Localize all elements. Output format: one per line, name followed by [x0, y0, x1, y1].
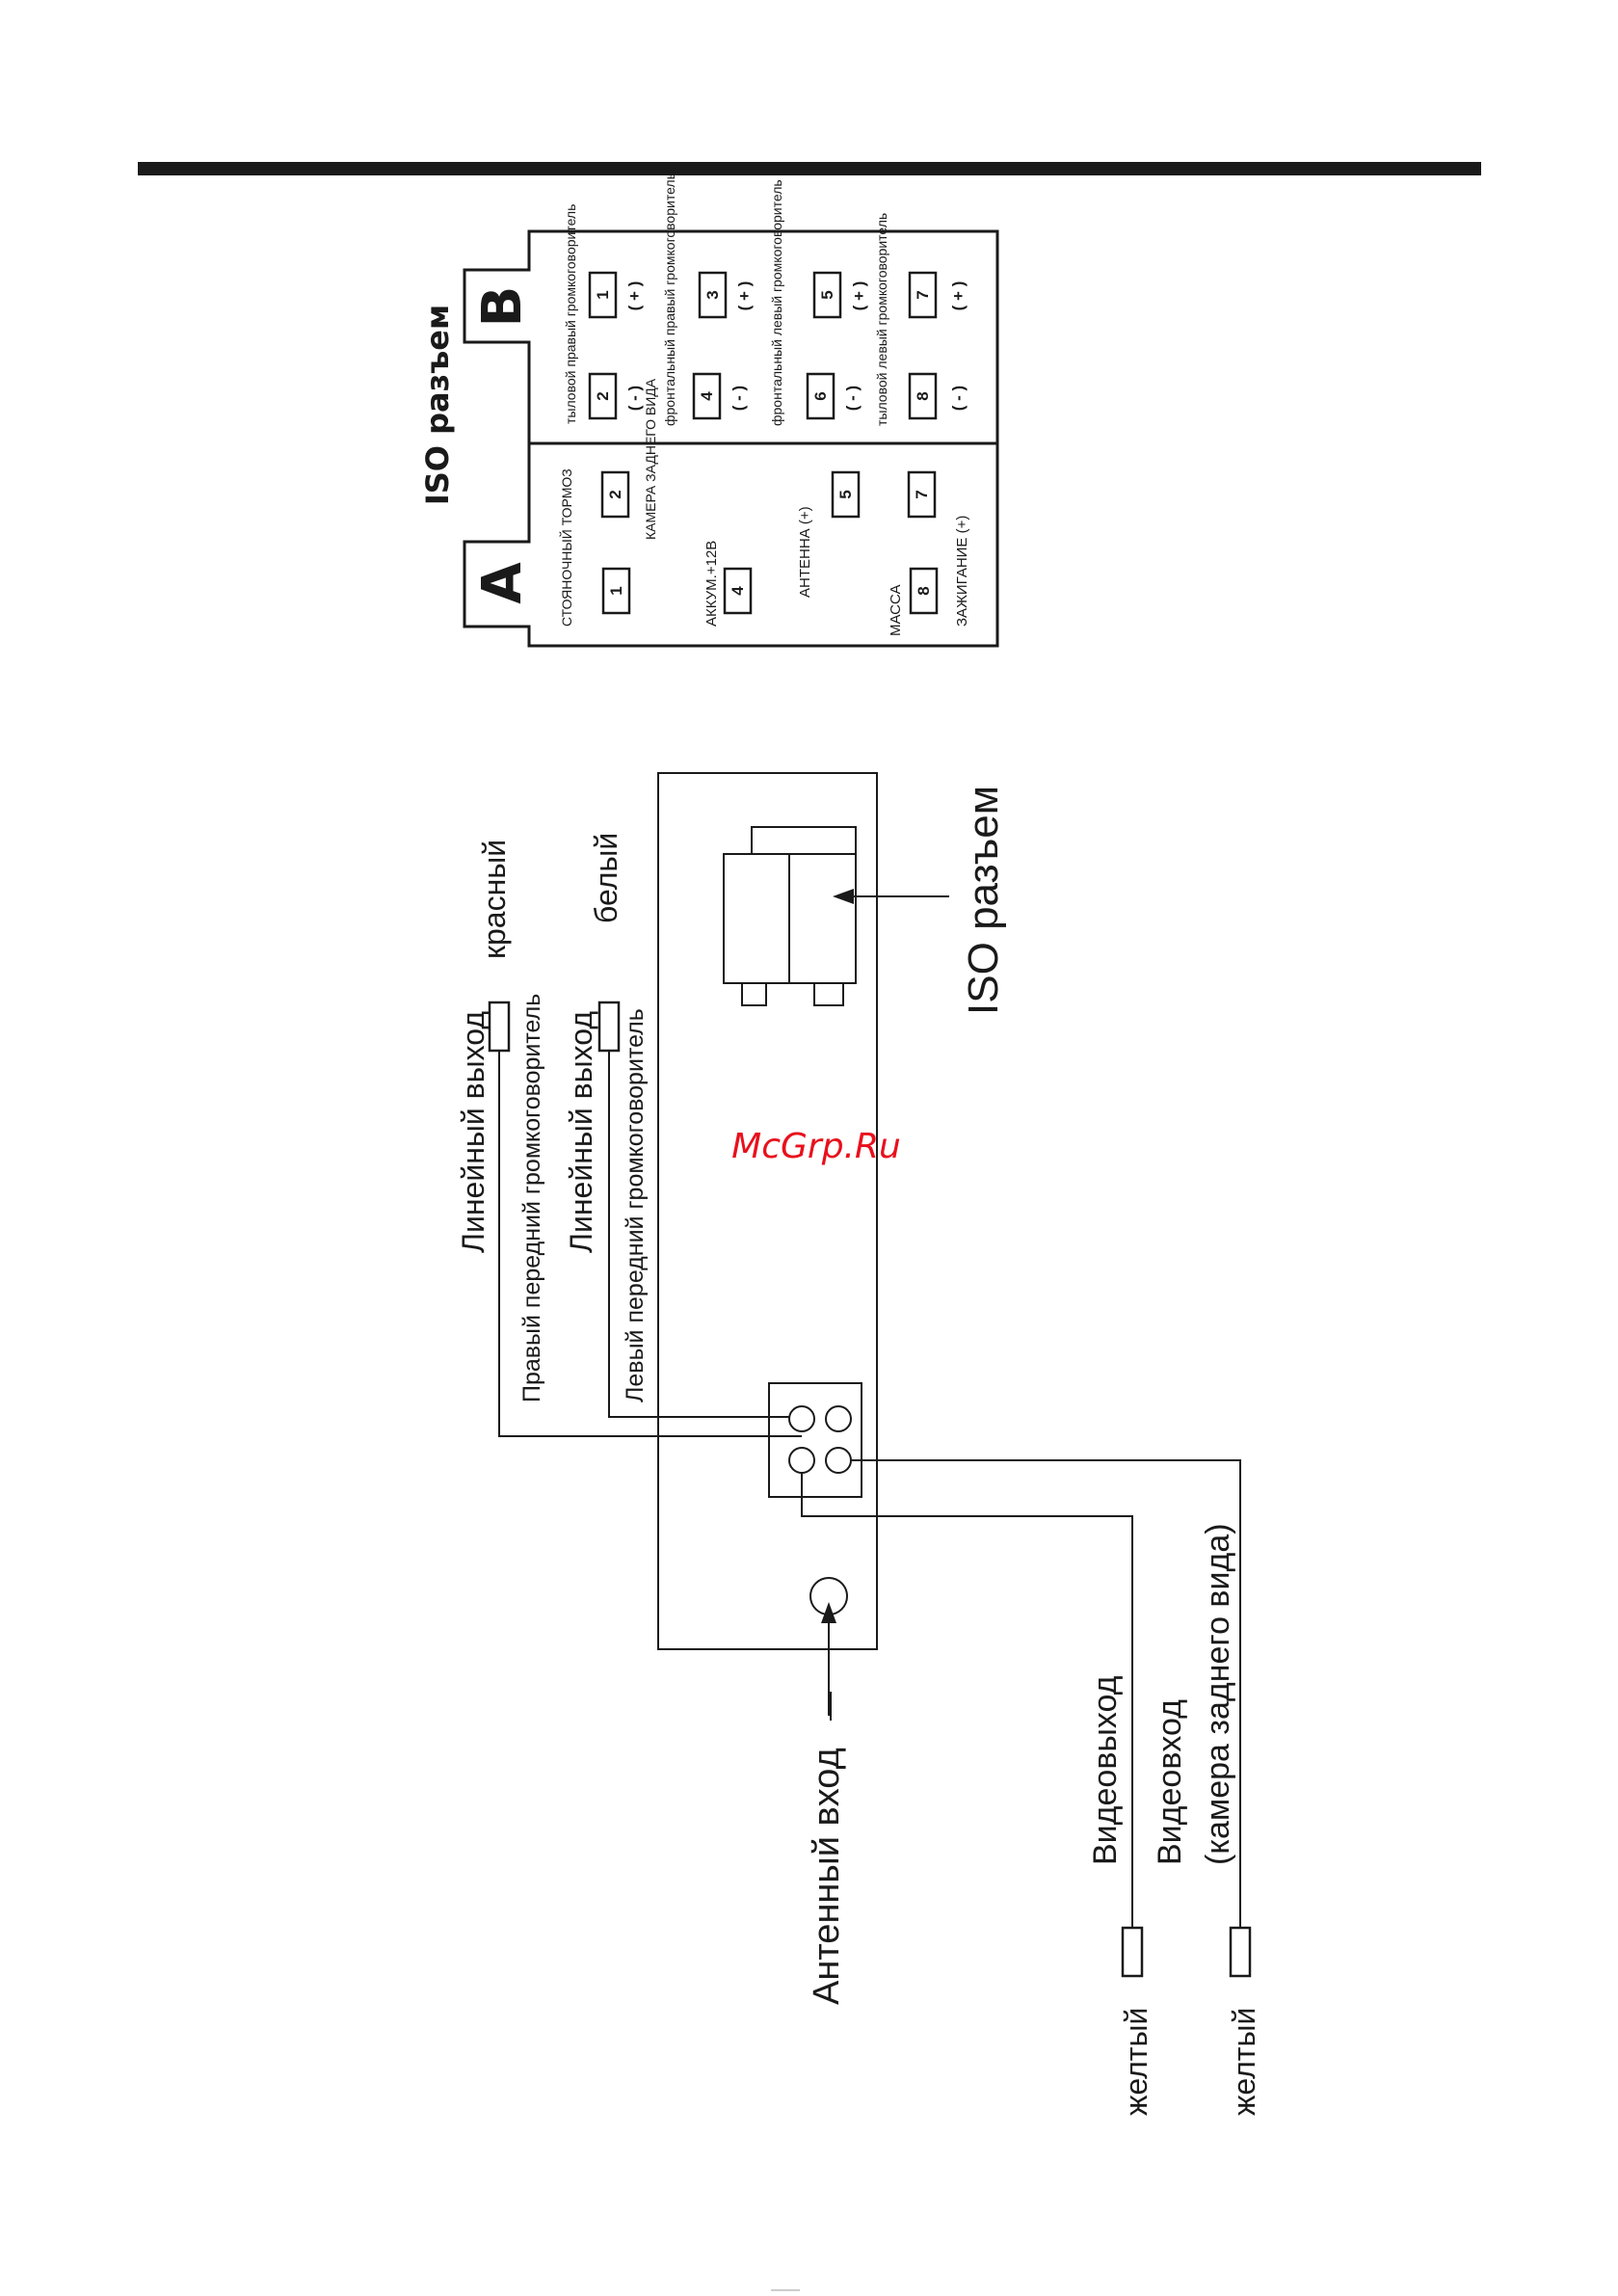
- right-front-speaker-label: Правый передний громкоговоритель: [518, 994, 545, 1402]
- rca-plug-red: [488, 1001, 511, 1053]
- iso-panel-outline: [463, 229, 999, 648]
- rca-plug-white: [597, 1001, 621, 1053]
- white-label: белый: [589, 833, 623, 923]
- yellow-label: желтый: [1119, 2008, 1154, 2116]
- red-label: красный: [477, 840, 512, 959]
- a-pin-label: МАССА: [888, 584, 904, 636]
- line-out-left-label: Линейный выход: [564, 1011, 598, 1253]
- rca-jack-icon: [825, 1447, 852, 1474]
- b-pin-number: 6: [811, 391, 830, 400]
- b-pin-box: [908, 372, 938, 420]
- a-pin-number: 1: [607, 586, 625, 595]
- wire-right-front: [498, 1051, 802, 1437]
- b-minus-sign: ( - ): [843, 386, 862, 411]
- wires: [498, 1051, 1241, 1928]
- b-pin-number: 2: [594, 391, 612, 400]
- iso-socket-foot: [813, 983, 844, 1006]
- a-pin-number: 5: [836, 490, 855, 498]
- line-out-right-label: Линейный выход: [456, 1011, 491, 1253]
- iso-socket-foot: [741, 983, 767, 1006]
- top-rule: [138, 162, 1481, 175]
- b-pin-number: 8: [914, 391, 932, 400]
- b-pin-box: [806, 372, 836, 420]
- antenna-input-label: Антенный вход: [807, 1748, 847, 2005]
- video-in-note: (камера заднего вида): [1200, 1523, 1236, 1865]
- b-pin-number: 4: [698, 391, 716, 401]
- rca-jack-icon: [825, 1405, 852, 1432]
- a-pin-label: СТОЯНОЧНЫЙ ТОРМОЗ: [558, 468, 574, 627]
- b-plus-sign: ( + ): [625, 281, 644, 311]
- a-pin-box: [831, 470, 861, 519]
- wire-left-front: [608, 1051, 790, 1418]
- arrow-head-icon: [821, 1602, 836, 1623]
- b-group-label: фронтальный левый громкоговоритель: [769, 179, 784, 426]
- b-pin-box: [588, 372, 618, 420]
- a-pin-label: ЗАЖИГАНИЕ (+): [954, 516, 970, 627]
- rca-plug-video-out: [1121, 1926, 1144, 1978]
- b-pin-box: [692, 372, 722, 420]
- rca-jack-icon: [788, 1405, 815, 1432]
- b-pin-number: 5: [818, 290, 836, 299]
- head-unit-body: [657, 772, 878, 1650]
- b-pin-number: 7: [914, 290, 932, 299]
- a-pin-label: АККУМ.+12В: [703, 541, 720, 627]
- b-pin-box: [588, 271, 618, 319]
- b-pin-box: [812, 271, 842, 319]
- a-pin-box: [601, 567, 631, 615]
- connector-b-letter: B: [471, 286, 534, 328]
- head-unit: ISO разъем: [657, 772, 1007, 1716]
- video-out-label: Видеовыход: [1087, 1675, 1124, 1865]
- a-pin-number: 8: [915, 586, 933, 595]
- rca-plug-video-in: [1229, 1926, 1252, 1978]
- video-in-label: Видеовход: [1152, 1699, 1188, 1865]
- wire-video-in: [851, 1459, 1241, 1928]
- arrow-head-icon: [833, 889, 854, 904]
- rca-jack-icon: [788, 1447, 815, 1474]
- b-plus-sign: ( + ): [850, 281, 868, 311]
- b-group-label: фронтальный правый громкоговоритель: [662, 173, 677, 426]
- b-group-label: тыловой левый громкоговоритель: [874, 213, 889, 426]
- b-minus-sign: ( - ): [729, 386, 748, 411]
- b-plus-sign: ( + ): [735, 281, 754, 311]
- b-group-label: тыловой правый громкоговоритель: [563, 204, 578, 424]
- connector-b: тыловой правый громкоговоритель 2 1 ( - …: [563, 173, 968, 426]
- b-pin-number: 1: [594, 290, 612, 299]
- iso-panel: ISO разъем A B СТОЯНОЧНЫЙ ТОРМОЗ 1 2 КАМ…: [419, 173, 999, 648]
- b-pin-number: 3: [703, 290, 722, 299]
- watermark: McGrp.Ru: [731, 1127, 901, 1166]
- rca-jack-block: [768, 1382, 862, 1498]
- a-pin-number: 2: [606, 490, 624, 498]
- wire-video-out: [801, 1473, 1133, 1928]
- yellow-label: желтый: [1227, 2008, 1261, 2116]
- iso-panel-title: ISO разъем: [419, 305, 456, 505]
- a-pin-label: АНТЕННА (+): [797, 506, 813, 598]
- iso-connector-label: ISO разъем: [960, 786, 1007, 1015]
- connector-a-letter: A: [471, 562, 534, 604]
- a-pin-number: 7: [913, 490, 931, 498]
- a-pin-box: [907, 470, 937, 519]
- a-pin-number: 4: [729, 586, 747, 596]
- a-pin-box: [600, 470, 630, 519]
- a-pin-box: [723, 567, 753, 615]
- b-minus-sign: ( - ): [625, 386, 644, 411]
- b-pin-box: [698, 271, 728, 319]
- a-pin-box: [909, 567, 939, 615]
- b-minus-sign: ( - ): [949, 386, 968, 411]
- left-front-speaker-label: Левый передний громкоговоритель: [622, 1008, 649, 1402]
- iso-socket: [723, 826, 857, 1006]
- b-pin-box: [908, 271, 938, 319]
- b-plus-sign: ( + ): [949, 281, 968, 311]
- a-pin-label: КАМЕРА ЗАДНЕГО ВИДА: [643, 378, 658, 540]
- connector-a: СТОЯНОЧНЫЙ ТОРМОЗ 1 2 КАМЕРА ЗАДНЕГО ВИД…: [558, 378, 970, 636]
- iso-socket-tab: [751, 826, 857, 855]
